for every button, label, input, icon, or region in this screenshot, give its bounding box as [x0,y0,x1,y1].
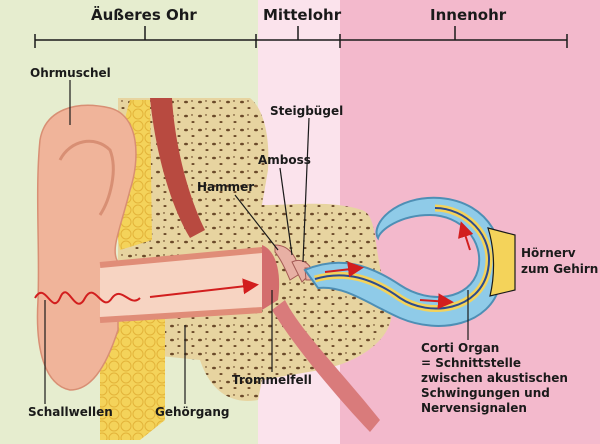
canal-wall-bottom [99,307,263,323]
label-corti-line3: zwischen akustischen [421,371,568,385]
label-corti-line4: Schwingungen und [421,386,550,400]
label-corti-line1: Corti Organ [421,341,500,355]
label-hammer: Hammer [197,180,255,194]
label-steigbuegel: Steigbügel [270,104,344,118]
label-hoernerv-line2: zum Gehirn [521,262,599,276]
auditory-nerve [487,227,516,297]
label-hoernerv-line1: Hörnerv [521,246,576,260]
header-middle-ear: Mittelohr [263,6,342,24]
basilar-membrane [314,207,491,310]
sound-arrow-cochlea [324,261,364,278]
eustachian-tube [272,300,380,432]
ear-canal [100,250,267,320]
eardrum [262,245,280,310]
canal-wall-top [99,247,263,268]
label-ohrmuschel: Ohrmuschel [30,66,111,80]
blood-vessel [150,98,205,238]
header-inner-ear: Innenohr [430,6,507,24]
label-gehoergang: Gehörgang [155,405,230,419]
leader-lines [44,80,469,404]
sound-arrow-apex [458,221,474,251]
label-amboss: Amboss [258,153,311,167]
cochlea [303,196,504,327]
sound-arrow-canal [149,278,259,298]
auricle-fold [58,139,115,216]
label-corti-line2: = Schnittstelle [421,356,522,370]
label-schallwellen: Schallwellen [28,405,113,419]
section-brackets [34,26,568,48]
label-trommelfell: Trommelfell [232,373,312,387]
sound-arrow-spiral [419,293,454,310]
label-corti-line5: Nervensignalen [421,401,527,415]
header-outer-ear: Äußeres Ohr [91,6,197,24]
sound-waves [34,291,141,305]
